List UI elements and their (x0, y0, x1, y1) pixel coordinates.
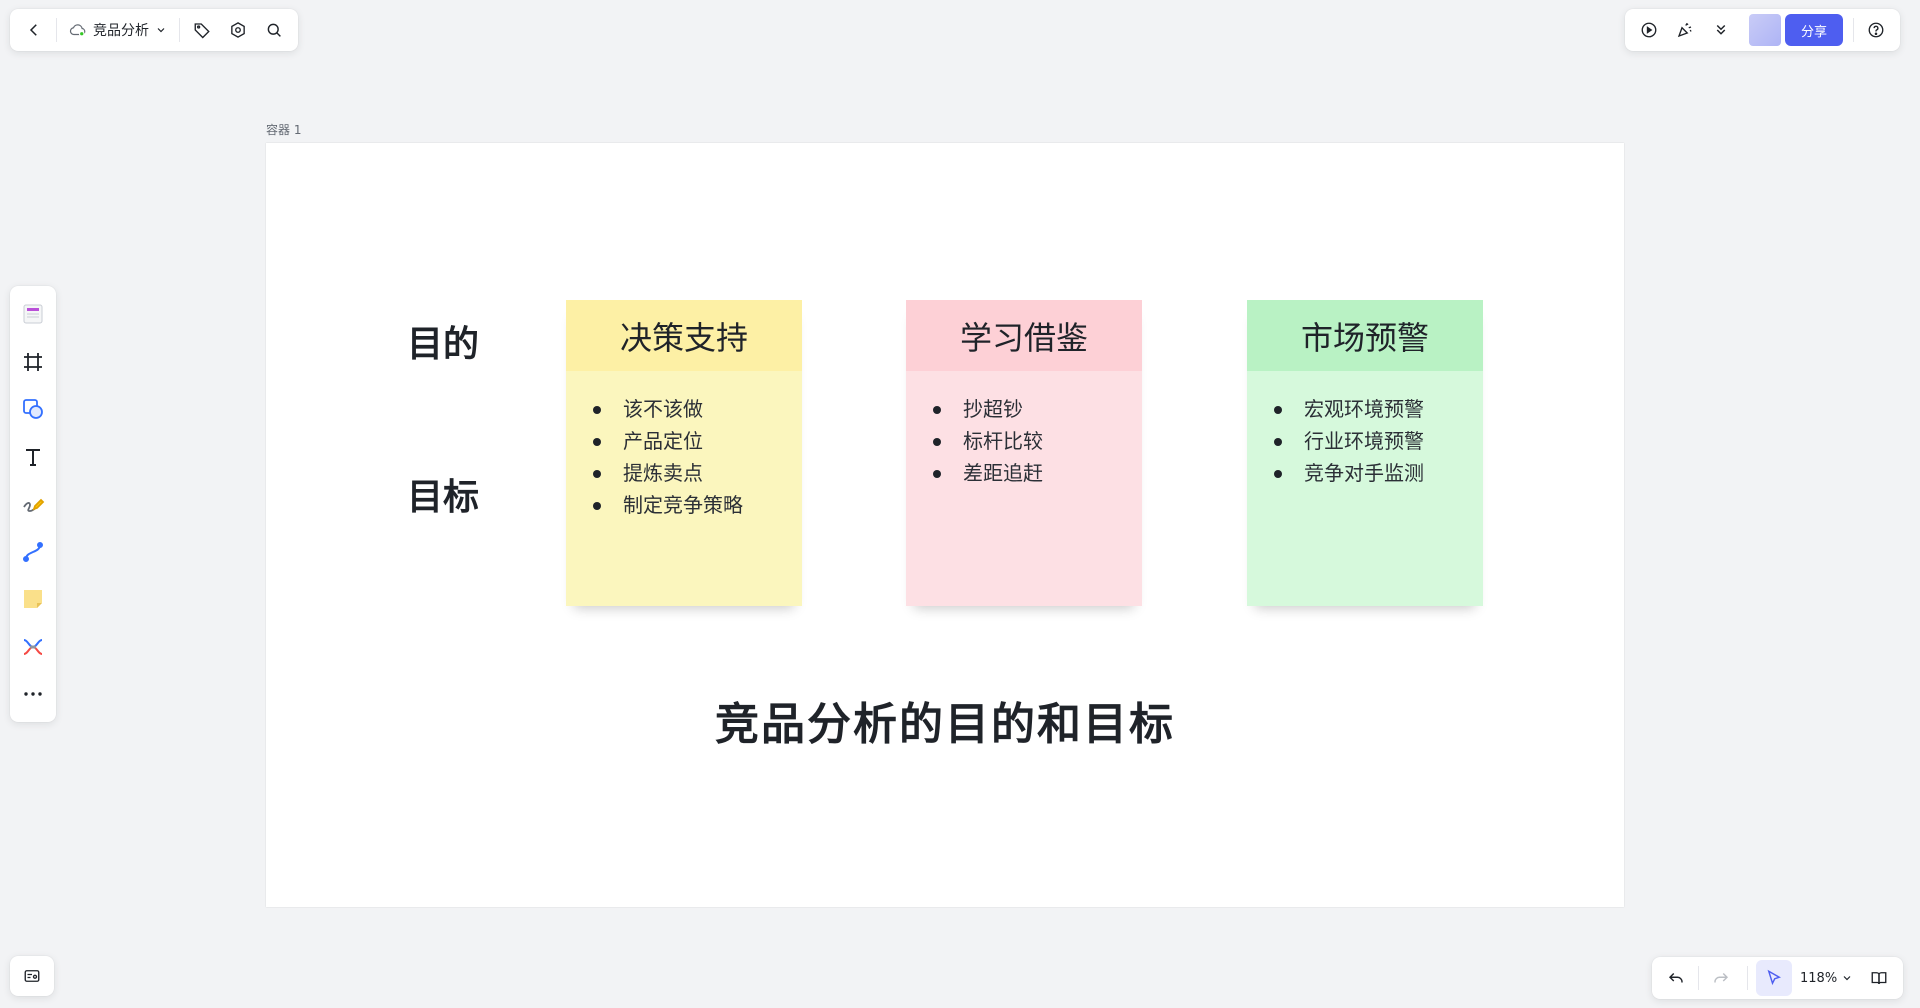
card-title: 学习借鉴 (906, 300, 1142, 371)
list-item: 产品定位 (593, 425, 802, 457)
doc-title: 竞品分析 (93, 23, 149, 39)
chevron-down-icon (157, 28, 165, 33)
row-label-purpose[interactable]: 目的 (407, 324, 480, 365)
play-circle-icon (1641, 22, 1657, 38)
shape-tool[interactable] (14, 389, 52, 429)
sticky-note-tool[interactable] (14, 579, 52, 619)
minimap-button[interactable] (14, 958, 50, 994)
cloud-synced-icon (69, 24, 86, 37)
divider (179, 18, 180, 42)
card-bullet-list: 抄超钞 标杆比较 差距追赶 (906, 371, 1142, 489)
list-item: 抄超钞 (933, 393, 1142, 425)
divider (1853, 18, 1855, 42)
present-button[interactable] (1631, 12, 1667, 48)
divider (1698, 966, 1699, 990)
list-item: 提炼卖点 (593, 457, 802, 489)
template-tool[interactable] (14, 294, 52, 334)
book-mode-button[interactable] (1861, 960, 1897, 996)
list-item: 该不该做 (593, 393, 802, 425)
list-item: 标杆比较 (933, 425, 1142, 457)
redo-icon (1714, 972, 1729, 983)
chevron-left-icon (29, 24, 37, 36)
sticky-note-icon (24, 590, 42, 608)
tag-button[interactable] (184, 12, 220, 48)
row-label-goal[interactable]: 目标 (407, 477, 480, 518)
pen-icon (23, 498, 45, 512)
book-open-icon (1871, 972, 1887, 985)
double-chevron-down-icon (1716, 24, 1726, 35)
bottom-left-panel (10, 956, 54, 996)
redo-button[interactable] (1703, 960, 1739, 996)
mindmap-icon (23, 638, 43, 655)
minimap-icon (24, 970, 40, 982)
tag-icon (194, 23, 210, 39)
text-icon (26, 448, 40, 466)
top-right-toolbar: 分享 (1625, 9, 1901, 51)
undo-icon (1668, 972, 1683, 983)
search-button[interactable] (256, 12, 292, 48)
list-item: 制定竞争策略 (593, 489, 802, 521)
card-title: 市场预警 (1247, 300, 1483, 371)
bottom-right-toolbar: 118% (1652, 957, 1904, 999)
sticky-card-market-warning[interactable]: 市场预警 宏观环境预警 行业环境预警 竞争对手监测 (1247, 300, 1483, 606)
canvas-frame[interactable]: 目的 目标 决策支持 该不该做 产品定位 提炼卖点 制定竞争策略 学习借鉴 抄超… (266, 143, 1624, 907)
template-icon (23, 304, 43, 324)
cursor-arrow-icon (1767, 969, 1781, 986)
chevron-down-icon (1843, 976, 1851, 981)
doc-title-dropdown[interactable]: 竞品分析 (61, 14, 175, 46)
frame-icon (24, 352, 42, 371)
connector-icon (23, 541, 43, 562)
more-tools-button[interactable] (14, 674, 52, 714)
main-title[interactable]: 竞品分析的目的和目标 (715, 699, 1175, 750)
divider (1747, 966, 1748, 990)
avatar[interactable] (1749, 14, 1781, 46)
more-collapse-button[interactable] (1703, 12, 1739, 48)
back-button[interactable] (16, 12, 52, 48)
help-circle-icon (1868, 22, 1884, 38)
undo-button[interactable] (1658, 960, 1694, 996)
left-toolbox (10, 286, 56, 722)
list-item: 竞争对手监测 (1274, 457, 1483, 489)
sticky-card-learning[interactable]: 学习借鉴 抄超钞 标杆比较 差距追赶 (906, 300, 1142, 606)
pen-tool[interactable] (14, 484, 52, 524)
sticky-card-decision-support[interactable]: 决策支持 该不该做 产品定位 提炼卖点 制定竞争策略 (566, 300, 802, 606)
list-item: 行业环境预警 (1274, 425, 1483, 457)
select-tool-button[interactable] (1756, 960, 1792, 996)
text-tool[interactable] (14, 437, 52, 477)
gear-icon (231, 22, 245, 38)
celebrate-button[interactable] (1667, 12, 1703, 48)
zoom-level: 118% (1800, 970, 1838, 986)
card-title: 决策支持 (566, 300, 802, 371)
search-icon (267, 23, 281, 37)
frame-tool[interactable] (14, 342, 52, 382)
party-popper-icon (1677, 22, 1692, 38)
card-bullet-list: 宏观环境预警 行业环境预警 竞争对手监测 (1247, 371, 1483, 489)
zoom-dropdown[interactable]: 118% (1792, 962, 1861, 994)
list-item: 差距追赶 (933, 457, 1142, 489)
card-bullet-list: 该不该做 产品定位 提炼卖点 制定竞争策略 (566, 371, 802, 521)
connector-tool[interactable] (14, 532, 52, 572)
list-item: 宏观环境预警 (1274, 393, 1483, 425)
container-label[interactable]: 容器 1 (266, 123, 302, 137)
share-button[interactable]: 分享 (1785, 14, 1844, 46)
help-button[interactable] (1858, 12, 1894, 48)
top-left-toolbar: 竞品分析 (10, 9, 298, 51)
shapes-icon (23, 399, 43, 419)
more-horizontal-icon (24, 692, 42, 696)
settings-button[interactable] (220, 12, 256, 48)
divider (56, 18, 57, 42)
mindmap-tool[interactable] (14, 627, 52, 667)
